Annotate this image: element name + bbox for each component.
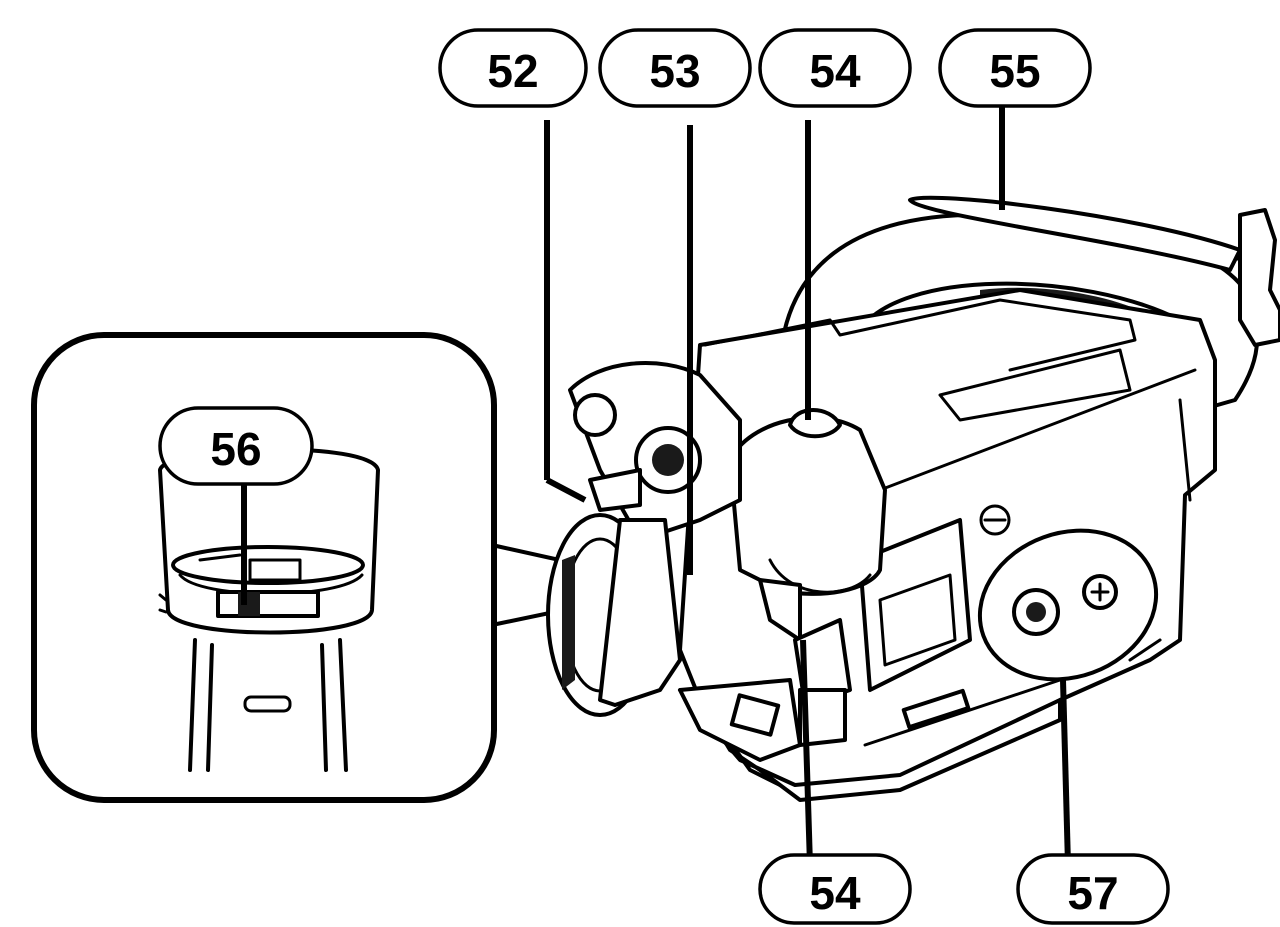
callout-52-label: 52 — [487, 45, 538, 97]
callout-55-label: 55 — [989, 45, 1040, 97]
callout-54-top-label: 54 — [809, 45, 861, 97]
callout-54-bottom: 54 — [758, 853, 912, 925]
leader-lines — [241, 95, 1071, 866]
callout-56-label: 56 — [210, 423, 261, 475]
camcorder-body — [546, 195, 1280, 802]
callout-52: 52 — [438, 28, 588, 108]
jack-panel — [977, 528, 1159, 682]
eyecup — [546, 361, 742, 717]
callout-55: 55 — [938, 28, 1092, 108]
callout-53: 53 — [598, 28, 752, 108]
callout-57: 57 — [1016, 853, 1170, 925]
callout-53-label: 53 — [649, 45, 700, 97]
inset-detail-box — [31, 332, 652, 803]
callout-54-bottom-label: 54 — [809, 867, 861, 919]
inset-eyecup — [158, 447, 380, 772]
callout-57-label: 57 — [1067, 867, 1118, 919]
callout-54-top: 54 — [758, 28, 912, 108]
callout-56: 56 — [158, 406, 314, 486]
viewfinder — [728, 408, 887, 747]
